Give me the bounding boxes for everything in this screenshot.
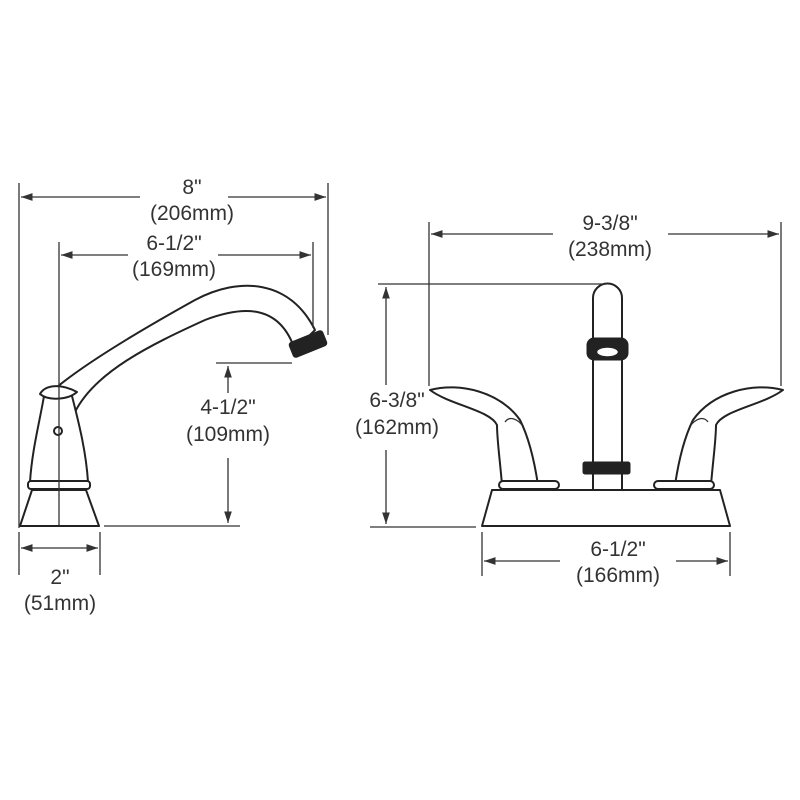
dim-side-width-imperial: 8" [182, 176, 201, 199]
front-left-handle-detail [504, 417, 523, 426]
front-spout-collar [582, 461, 631, 475]
front-right-handle-base [653, 480, 715, 490]
dim-side-width-metric: (206mm) [150, 202, 234, 225]
dim-spout-height-imperial: 4-1/2" [200, 396, 255, 419]
dim-overall-height-metric: (162mm) [355, 416, 439, 439]
front-left-handle [429, 386, 539, 486]
side-spout [56, 284, 316, 413]
dim-spout-height-metric: (109mm) [186, 423, 270, 446]
front-base [481, 489, 731, 527]
front-faucet-drawing [429, 282, 784, 527]
front-left-handle-base [498, 480, 560, 490]
dim-spout-reach-metric: (169mm) [132, 258, 216, 281]
dim-handle-span-imperial: 9-3/8" [582, 212, 637, 235]
dim-handle-span-metric: (238mm) [568, 238, 652, 261]
front-right-handle-detail [690, 417, 709, 426]
front-aerator-opening [595, 346, 620, 358]
dim-base-depth-imperial: 2" [50, 566, 69, 589]
side-aerator [288, 330, 328, 358]
front-spout [592, 282, 623, 491]
dim-base-width-imperial: 6-1/2" [590, 538, 645, 561]
dim-base-width-metric: (166mm) [576, 564, 660, 587]
side-faucet-drawing [19, 284, 328, 527]
dim-overall-height-imperial: 6-3/8" [369, 389, 424, 412]
side-view: 8" (206mm) 6-1/2" (169mm) 4-1/2" (109mm)… [18, 176, 329, 615]
dim-spout-reach-imperial: 6-1/2" [146, 232, 201, 255]
side-handle-screw [53, 426, 63, 436]
front-view: 9-3/8" (238mm) 6-3/8" (162mm) 6-1/2" (16… [355, 212, 784, 587]
front-right-handle [674, 386, 784, 486]
dim-base-depth-metric: (51mm) [24, 592, 96, 615]
